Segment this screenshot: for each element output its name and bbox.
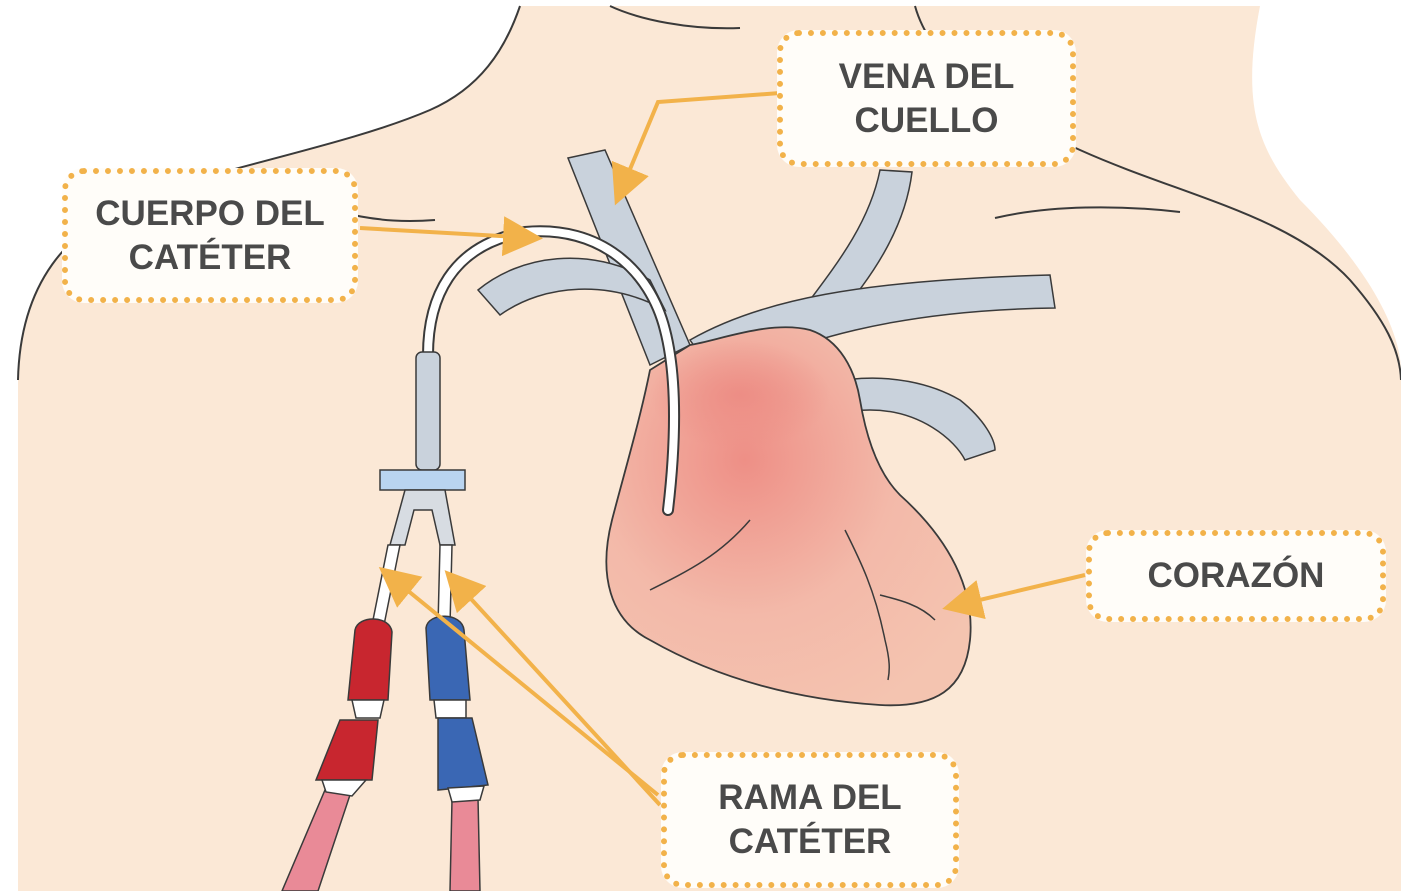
arterial-clamp-upper (348, 619, 392, 700)
label-neck-vein: VENA DEL CUELLO (839, 55, 1015, 143)
label-box-heart: CORAZÓN (1086, 530, 1386, 622)
venous-tube-joint (448, 786, 484, 802)
venous-clamp-upper (426, 616, 470, 700)
branch-venous (438, 545, 452, 625)
label-box-catheter-body: CUERPO DEL CATÉTER (62, 168, 358, 303)
label-catheter-body: CUERPO DEL CATÉTER (95, 192, 324, 280)
venous-tube (450, 798, 480, 891)
label-catheter-branch: RAMA DEL CATÉTER (718, 776, 901, 864)
catheter-connector (380, 470, 465, 490)
venous-link (434, 700, 466, 718)
arterial-link (352, 700, 384, 718)
catheter-sleeve (416, 352, 440, 470)
label-box-catheter-branch: RAMA DEL CATÉTER (661, 752, 959, 888)
label-box-neck-vein: VENA DEL CUELLO (777, 30, 1076, 167)
label-heart: CORAZÓN (1148, 554, 1325, 598)
